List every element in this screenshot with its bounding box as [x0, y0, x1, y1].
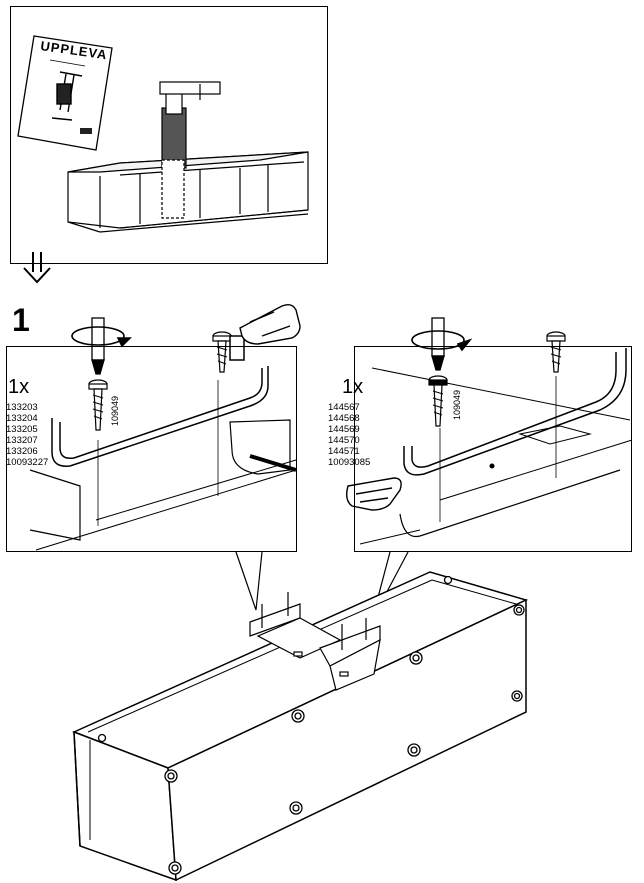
article-code: 133207 — [6, 435, 38, 446]
left-article-codes: 133203 133204 133205 133207 133206 10093… — [6, 402, 48, 468]
counterclockwise-rotation-icon — [411, 330, 473, 352]
right-detail-frame — [354, 346, 632, 552]
article-code: 133204 — [6, 413, 38, 424]
pointing-hand-icon — [345, 477, 402, 511]
article-code: 133205 — [6, 424, 38, 435]
left-detail-frame — [6, 346, 297, 552]
left-screw-code: 109049 — [110, 395, 120, 426]
left-quantity: 1x — [8, 376, 30, 398]
pointing-hand-icon — [239, 303, 301, 345]
overview-frame — [10, 6, 328, 264]
double-down-arrow-icon — [23, 252, 51, 284]
uppleva-booklet-icon — [17, 35, 113, 151]
overview-cabinet — [67, 81, 309, 233]
article-code: 133203 — [6, 402, 38, 413]
article-code: 10093227 — [6, 457, 49, 468]
right-bracket-drawing — [359, 348, 633, 545]
screwdriver-icon — [91, 317, 105, 375]
main-cabinet-drawing — [72, 571, 529, 882]
article-code: 144568 — [328, 413, 360, 424]
clockwise-rotation-icon — [71, 326, 132, 348]
right-article-codes: 144567 144568 144569 144570 144571 10093… — [328, 402, 370, 468]
article-code: 144571 — [328, 446, 360, 457]
right-quantity: 1x — [342, 376, 364, 398]
step-number: 1 — [12, 302, 30, 338]
screw-icon — [88, 379, 108, 431]
article-code: 144569 — [328, 424, 360, 435]
article-code: 144570 — [328, 435, 360, 446]
article-code: 10093085 — [328, 457, 371, 468]
article-code: 144567 — [328, 402, 360, 413]
screw-icon — [546, 331, 566, 373]
right-screw-code: 109049 — [452, 389, 462, 420]
left-bracket-drawing — [29, 335, 297, 551]
article-code: 133206 — [6, 446, 38, 457]
